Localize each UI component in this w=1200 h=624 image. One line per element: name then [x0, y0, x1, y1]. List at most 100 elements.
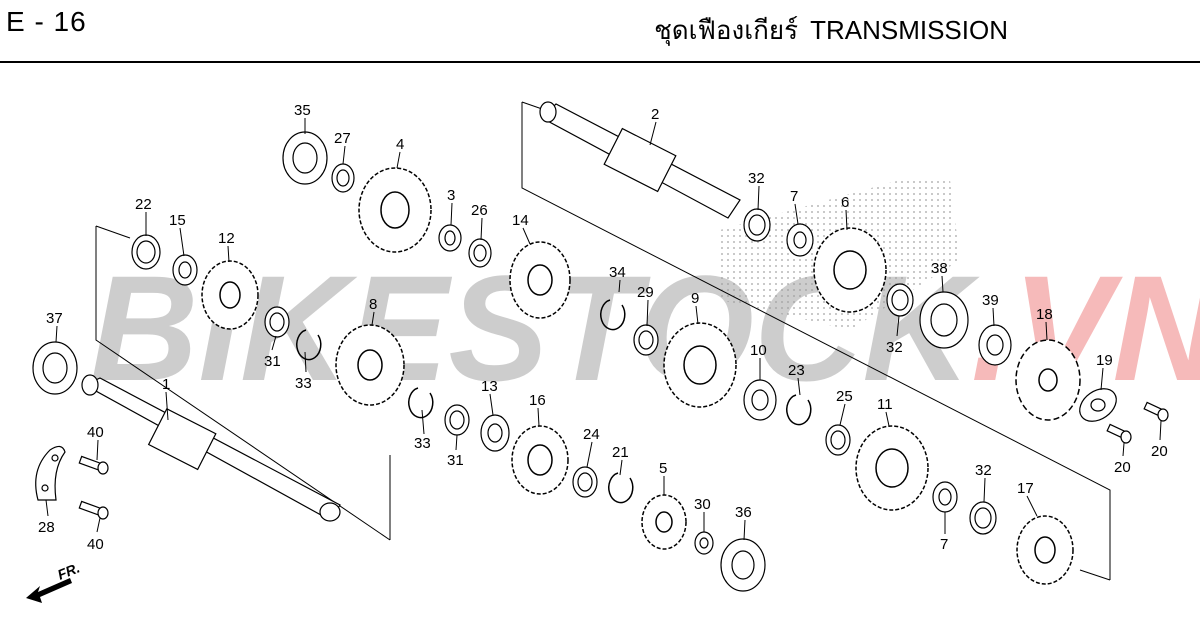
washer-32-bottom: [969, 501, 997, 535]
callout-27: 27: [334, 130, 351, 147]
washer-29: [633, 324, 659, 356]
callout-14: 14: [512, 212, 529, 229]
page-title-english: TRANSMISSION: [810, 15, 1008, 45]
callout-6: 6: [841, 194, 849, 211]
callout-13: 13: [481, 378, 498, 395]
callout-23: 23: [788, 362, 805, 379]
header-rule: [0, 61, 1200, 63]
callout-38: 38: [931, 260, 948, 277]
bolt-40-bottom: [78, 500, 109, 520]
callout-20-left: 20: [1114, 459, 1131, 476]
callout-31-bottom: 31: [447, 452, 464, 469]
snap-ring-34: [600, 299, 626, 331]
callout-29: 29: [637, 284, 654, 301]
bushing-13: [480, 414, 510, 452]
washer-31-top: [264, 306, 290, 338]
bushing-15: [172, 254, 198, 286]
callout-26: 26: [471, 202, 488, 219]
callout-34: 34: [609, 264, 626, 281]
leader-lines: [45, 118, 1162, 541]
washer-24: [572, 466, 598, 498]
callout-40-top: 40: [87, 424, 104, 441]
bolt-40-top: [78, 455, 109, 475]
bearing-36: [720, 538, 766, 592]
callout-24: 24: [583, 426, 600, 443]
gear-5: [641, 494, 687, 550]
callout-37: 37: [46, 310, 63, 327]
page-title: ชุดเฟืองเกียร์ TRANSMISSION: [654, 10, 1008, 51]
front-label: FR.: [55, 559, 82, 582]
snap-ring-33-bottom: [408, 387, 434, 419]
bushing-3: [438, 224, 462, 252]
washer-30: [694, 531, 714, 555]
callout-17: 17: [1017, 480, 1034, 497]
washers: [131, 163, 997, 555]
callout-11: 11: [877, 396, 893, 413]
callout-8: 8: [369, 296, 377, 313]
callout-2: 2: [651, 106, 659, 123]
callout-30: 30: [694, 496, 711, 513]
callout-20-right: 20: [1151, 443, 1168, 460]
bushing-7-bottom: [932, 481, 958, 513]
callout-1: 1: [162, 376, 170, 393]
watermark-text: BIKESTOCK.VN: [90, 244, 1200, 412]
snap-ring-21: [608, 472, 634, 504]
gear-11: [855, 425, 929, 511]
callout-12: 12: [218, 230, 235, 247]
stopper-plate-28: [35, 445, 66, 501]
callout-7-top: 7: [790, 188, 798, 205]
callout-35: 35: [294, 102, 311, 119]
callout-28: 28: [38, 519, 55, 536]
bushing-10: [743, 379, 777, 421]
washer-32-mid: [886, 283, 914, 317]
callout-3: 3: [447, 187, 455, 204]
bearing-38: [919, 291, 969, 349]
washer-26: [468, 238, 492, 268]
frame-line-left: [95, 226, 391, 541]
callout-9: 9: [691, 290, 699, 307]
callout-18: 18: [1036, 306, 1053, 323]
callout-21: 21: [612, 444, 629, 461]
arrow-icon: [26, 578, 72, 603]
callout-labels: 35 27 4 3 26 14 2 32 7 6 22 15 12 38 39 …: [38, 102, 1168, 553]
sprocket-18: [1015, 339, 1081, 421]
gear-4: [358, 167, 432, 253]
page-title-thai: ชุดเฟืองเกียร์: [654, 15, 799, 45]
plate-19: [1079, 388, 1117, 422]
bearing-37: [32, 341, 78, 395]
gear-12: [201, 260, 259, 330]
frame-line-left-top: [95, 225, 131, 239]
callout-32-top: 32: [748, 170, 765, 187]
bearing-39: [978, 324, 1012, 366]
callout-16: 16: [529, 392, 546, 409]
callout-19: 19: [1096, 352, 1113, 369]
washer-31-bottom: [444, 404, 470, 436]
callout-33-bottom: 33: [414, 435, 431, 452]
callout-5: 5: [659, 460, 667, 477]
gear-6: [813, 227, 887, 313]
snap-ring-23: [786, 394, 812, 426]
page-code: E - 16: [6, 6, 87, 37]
callout-39: 39: [982, 292, 999, 309]
gear-16: [511, 425, 569, 495]
bushing-7-top: [786, 223, 814, 257]
callout-36: 36: [735, 504, 752, 521]
washer-32-top: [743, 208, 771, 242]
callout-25: 25: [836, 388, 853, 405]
washer-22: [131, 234, 161, 270]
gear-14: [509, 241, 571, 319]
countershaft-2: [539, 101, 741, 219]
callout-7-bottom: 7: [940, 536, 948, 553]
callout-15: 15: [169, 212, 186, 229]
front-direction-arrow: FR.: [26, 559, 82, 603]
gear-8: [335, 324, 405, 406]
callout-40-bottom: 40: [87, 536, 104, 553]
callout-31-top: 31: [264, 353, 281, 370]
washer-25: [825, 424, 851, 456]
bolt-20-left: [1106, 423, 1132, 444]
bolts: [78, 401, 1169, 520]
bearing-35: [282, 131, 328, 185]
frame-line-right-bottom: [1079, 569, 1111, 581]
callout-32-mid: 32: [886, 339, 903, 356]
